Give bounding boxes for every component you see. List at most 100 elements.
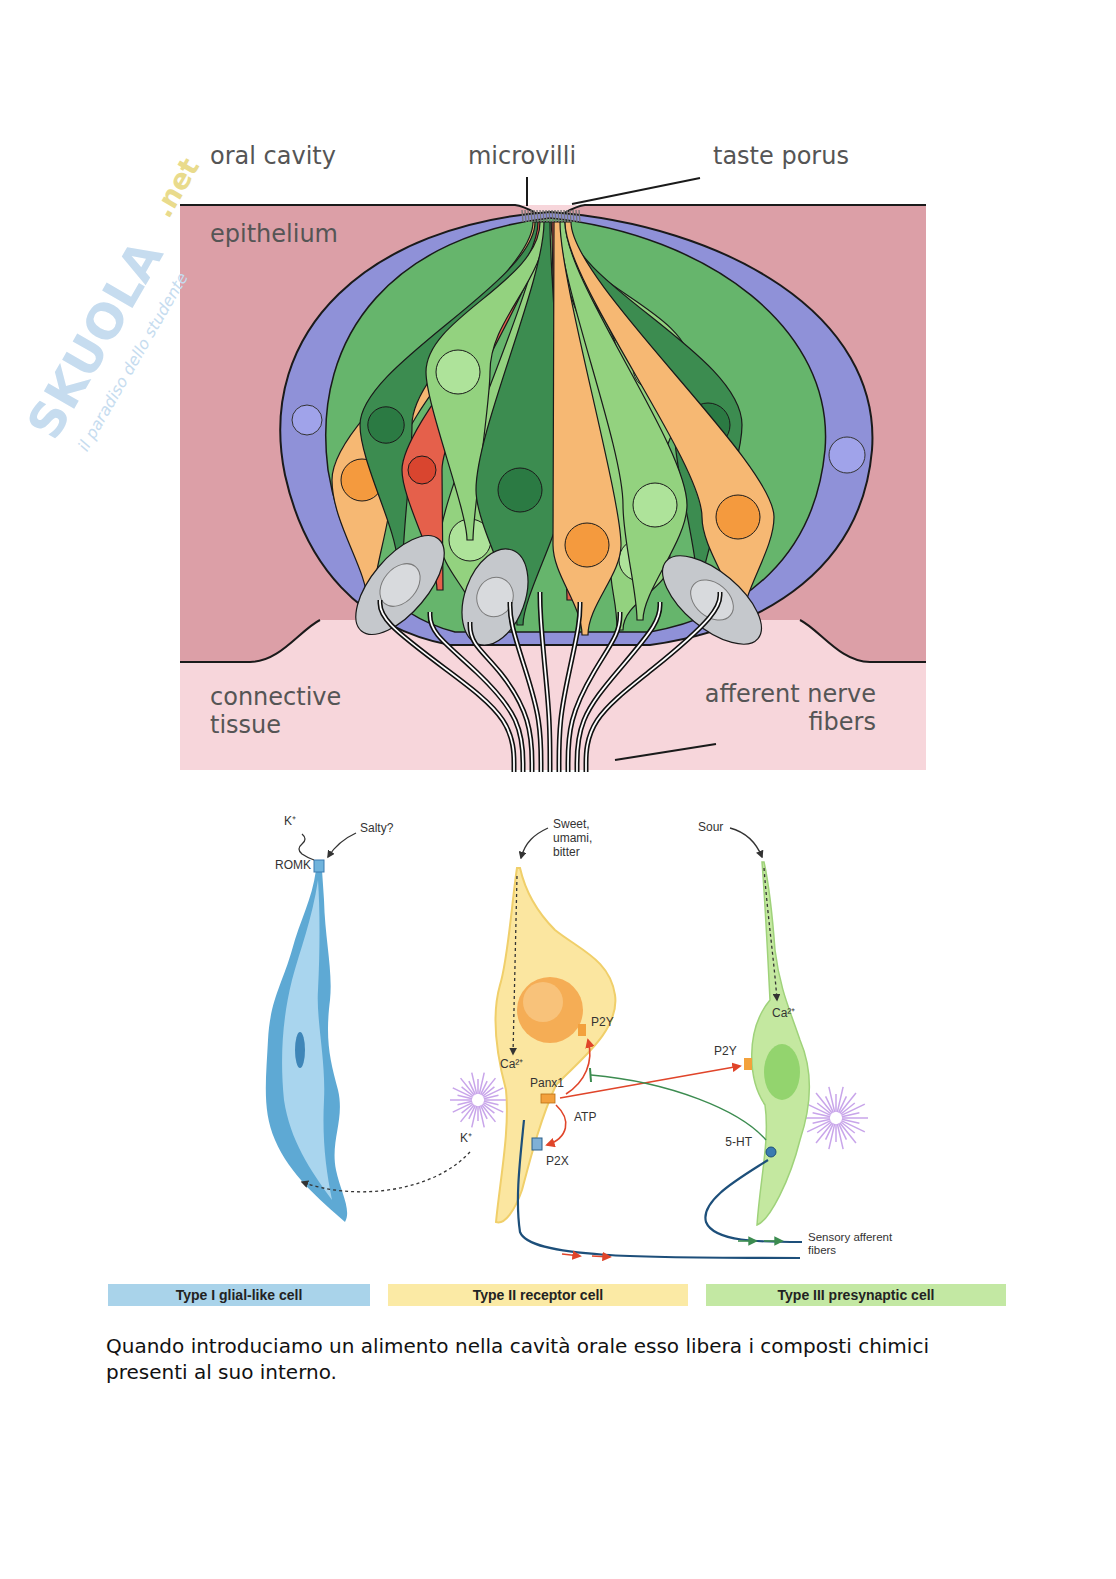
burst-ray: [840, 1123, 856, 1143]
microvillus: [567, 210, 568, 222]
ion-label: K⁺: [284, 815, 296, 829]
microvillus: [546, 210, 547, 222]
presynaptic-cell: [752, 862, 810, 1225]
microvillus: [552, 210, 553, 222]
receptor-label: P2X: [546, 1155, 569, 1169]
p2x-receptor: [532, 1138, 542, 1150]
microvillus: [525, 210, 526, 222]
signal-arrow: [764, 868, 777, 1000]
burst-ray: [835, 1094, 837, 1112]
burst-ray: [816, 1093, 832, 1113]
signal-arrow: [764, 1240, 782, 1242]
part-label: microvilli: [468, 143, 576, 171]
release-burst: [804, 1087, 868, 1149]
serotonin-vesicle: [766, 1147, 776, 1157]
cell-types-figure: [266, 828, 868, 1258]
glial-nucleus: [295, 1032, 305, 1068]
burst-ray: [458, 1101, 473, 1104]
nerve-fiber-core: [510, 602, 541, 772]
microvillus: [564, 210, 565, 222]
p2y-receptor: [744, 1058, 752, 1070]
basal-cell: [340, 521, 460, 649]
burst-ray: [484, 1095, 499, 1098]
cell-nucleus: [436, 350, 480, 394]
receptor-label: P2Y: [714, 1045, 737, 1059]
burst-ray: [804, 1117, 830, 1119]
stimulus-label: Sweet, umami, bitter: [553, 818, 611, 859]
cell-nucleus: [716, 495, 760, 539]
transmitter-label: 5-HT: [725, 1136, 752, 1150]
nucleus-highlight: [523, 982, 563, 1022]
cell-nucleus: [565, 523, 609, 567]
region-label: connective tissue: [210, 684, 390, 739]
afferent-fiber: [705, 1160, 802, 1242]
nerve-fiber-core: [470, 622, 532, 772]
microvillus: [579, 210, 580, 222]
taste-cell: [553, 222, 621, 635]
cell-nucleus: [408, 456, 436, 484]
atp-arrow: [547, 1105, 566, 1145]
microvillus: [561, 210, 562, 222]
p2y-receptor: [578, 1024, 586, 1036]
region-label: epithelium: [210, 221, 338, 249]
microvillus: [558, 210, 559, 222]
leader-line: [526, 177, 528, 206]
stimulus-label: Salty?: [360, 822, 393, 836]
burst-ray: [835, 1124, 837, 1142]
afferent-fiber: [518, 1120, 800, 1258]
microvillus: [543, 210, 544, 222]
release-burst: [450, 1073, 506, 1128]
signal-arrow: [738, 1240, 756, 1242]
romk-channel: [314, 860, 324, 872]
epithelium: [180, 205, 926, 662]
burst-ray: [842, 1113, 860, 1117]
channel-label: Panx1: [530, 1077, 564, 1091]
inhibition-line: [591, 1075, 766, 1140]
taste-bud-figure: [180, 177, 926, 772]
microvillus: [570, 210, 571, 222]
part-label: afferent nerve fibers: [696, 681, 876, 736]
burst-ray: [477, 1106, 479, 1121]
caption-text: Quando introduciamo un alimento nella ca…: [106, 1333, 986, 1385]
part-label: taste porus: [713, 143, 849, 171]
connective-tissue: [180, 205, 926, 770]
cell-nucleus: [498, 468, 542, 512]
leader-line: [615, 744, 716, 760]
glial-cell-highlight: [282, 880, 332, 1200]
atp-arrow: [560, 1066, 740, 1098]
nerve-fiber-core: [380, 600, 514, 772]
inhibition-bar: [590, 1068, 591, 1082]
burst-ray: [477, 1079, 479, 1094]
cell-body: [553, 222, 621, 635]
burst-ray: [837, 1124, 843, 1149]
cell-nucleus: [292, 405, 322, 435]
panx1-channel: [541, 1094, 555, 1103]
leader-line: [572, 178, 700, 204]
receptor-cell: [495, 868, 615, 1222]
nerve-fiber-outline: [380, 600, 514, 772]
ion-squiggle: [299, 834, 314, 860]
basal-cell: [648, 540, 776, 660]
nerve-fiber-outline: [586, 592, 720, 772]
ion-label: Ca²⁺: [500, 1058, 523, 1072]
nerve-fiber-core: [540, 592, 550, 772]
presynaptic-nucleus: [764, 1044, 800, 1100]
band-label: Type I glial-like cell: [176, 1287, 303, 1303]
cell-type-band: Type II receptor cell: [388, 1284, 688, 1306]
stimulus-arrow: [730, 828, 762, 857]
basal-cell-body: [648, 540, 776, 660]
burst-ray: [472, 1073, 477, 1094]
stimulus-label: Sour: [698, 821, 723, 835]
microvillus: [528, 210, 529, 222]
nerve-fiber-core: [559, 602, 580, 772]
burst-ray: [813, 1119, 831, 1123]
signal-arrow: [562, 1254, 580, 1256]
burst-ray: [484, 1099, 506, 1101]
basal-nucleus: [683, 572, 741, 629]
basal-cell-body: [450, 540, 541, 654]
nerve-fiber-outline: [510, 602, 541, 772]
burst-ray: [450, 1099, 472, 1101]
microvillus: [534, 210, 535, 222]
stimulus-arrow: [521, 828, 548, 858]
microvillus: [573, 210, 574, 222]
